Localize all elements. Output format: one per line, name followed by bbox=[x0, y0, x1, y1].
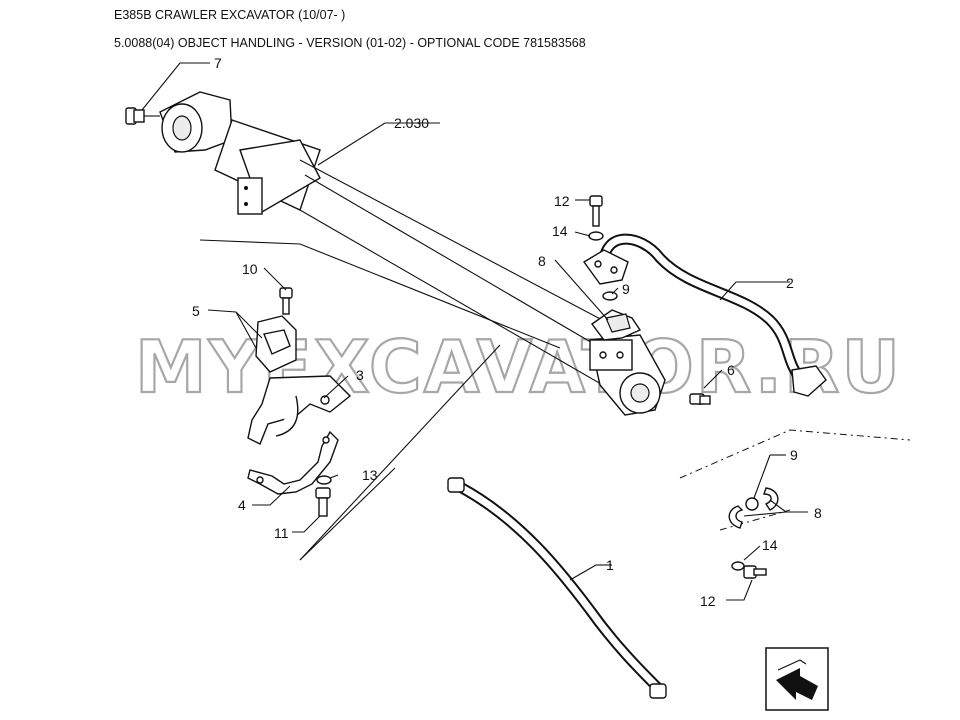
callout-3: 3 bbox=[356, 367, 364, 383]
part-11-bolt bbox=[315, 487, 331, 517]
part-14-washer-upper bbox=[588, 231, 604, 241]
callout-5: 5 bbox=[192, 303, 200, 319]
callout-10: 10 bbox=[242, 261, 258, 277]
part-4-clamp-lower bbox=[247, 430, 339, 495]
callout-7: 7 bbox=[214, 55, 222, 71]
page-title: E385B CRAWLER EXCAVATOR (10/07- ) bbox=[114, 8, 346, 22]
part-13-washer bbox=[316, 475, 332, 485]
callout-4: 4 bbox=[238, 497, 246, 513]
callout-14-detail: 14 bbox=[762, 537, 778, 553]
callout-2030: 2.030 bbox=[394, 115, 429, 131]
part-9-oring-detail bbox=[745, 497, 759, 511]
callout-11: 11 bbox=[274, 525, 289, 541]
callout-2: 2 bbox=[786, 275, 794, 291]
callout-1: 1 bbox=[606, 557, 614, 573]
callout-6: 6 bbox=[727, 362, 735, 378]
callout-14-upper: 14 bbox=[552, 223, 568, 239]
callout-8-detail: 8 bbox=[814, 505, 822, 521]
callout-8-upper: 8 bbox=[538, 253, 546, 269]
part-10-bolt bbox=[279, 287, 293, 315]
page-subtitle: 5.0088(04) OBJECT HANDLING - VERSION (01… bbox=[114, 36, 586, 50]
part-2-pipe bbox=[598, 233, 827, 397]
part-14-washer-detail bbox=[731, 561, 745, 571]
callout-12-detail: 12 bbox=[700, 593, 716, 609]
callout-12-upper: 12 bbox=[554, 193, 570, 209]
part-1-hose bbox=[447, 477, 667, 699]
cylinder-2030 bbox=[159, 91, 666, 416]
part-7-grease-nipple bbox=[125, 107, 160, 125]
part-9-oring-upper bbox=[602, 291, 618, 301]
part-12-bolt-detail bbox=[743, 565, 767, 579]
part-12-bolt-upper bbox=[589, 195, 603, 227]
part-6-bolt bbox=[689, 393, 711, 405]
next-page-arrow-icon[interactable] bbox=[765, 647, 829, 711]
callout-9-detail: 9 bbox=[790, 447, 798, 463]
part-8-half-flanges-detail bbox=[728, 487, 779, 529]
callout-9-upper: 9 bbox=[622, 281, 630, 297]
leader-lines bbox=[141, 62, 808, 601]
part-3-5-clamp-upper bbox=[247, 315, 352, 445]
part-8-flange-upper bbox=[582, 249, 642, 341]
callout-13: 13 bbox=[362, 467, 378, 483]
